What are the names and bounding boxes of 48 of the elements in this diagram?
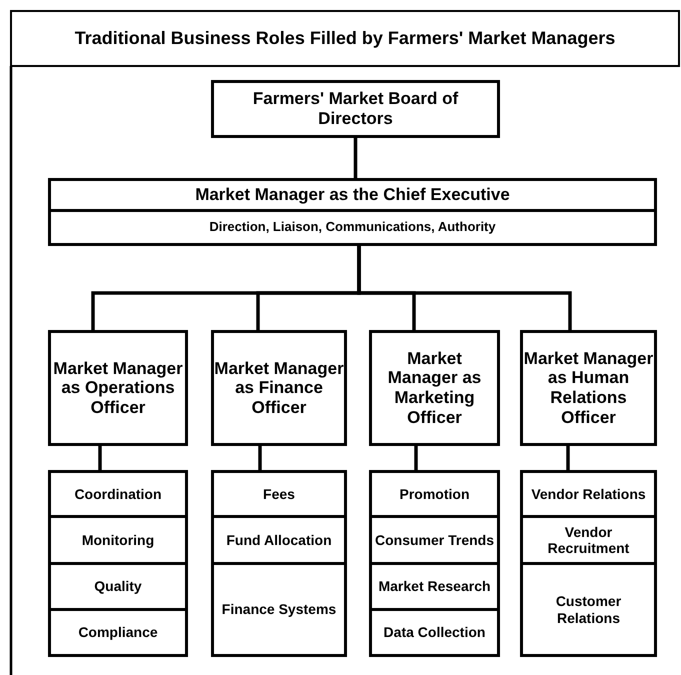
- connector-line: [357, 246, 572, 330]
- role-box: [211, 330, 347, 446]
- role-box: [369, 470, 500, 518]
- connector-line: [566, 446, 570, 470]
- box-label: Vendor Recruitment: [546, 524, 630, 556]
- box-label: Market Research: [377, 578, 492, 595]
- connector-line: [354, 138, 358, 178]
- box-label: Data Collection: [382, 624, 486, 641]
- role-box: [520, 330, 657, 446]
- role-box: [369, 330, 500, 446]
- role-box: [211, 470, 347, 518]
- box-label: Promotion: [398, 486, 470, 502]
- box-label: Compliance: [77, 624, 159, 641]
- box-label: Fund Allocation: [225, 532, 333, 548]
- box-label: Market Manager as Marketing Officer: [386, 348, 482, 428]
- role-box: [369, 562, 500, 611]
- title: Traditional Business Roles Filled by Farmers' Market Managers: [10, 10, 680, 67]
- role-box: [520, 470, 657, 518]
- box-label: Market Manager as Operations Officer: [52, 358, 184, 418]
- role-box: [211, 80, 500, 138]
- role-box: [211, 515, 347, 565]
- box-label: Market Manager as Finance Officer: [214, 358, 344, 418]
- role-box: [520, 515, 657, 565]
- box-label: Customer Relations: [554, 593, 622, 626]
- box-label: Finance Systems: [220, 601, 338, 618]
- role-box: [211, 562, 347, 657]
- box-label: Consumer Trends: [374, 532, 496, 548]
- role-box: [369, 515, 500, 565]
- role-box: [48, 470, 188, 518]
- box-description: Direction, Liaison, Communications, Authority: [51, 209, 654, 243]
- box-label: Vendor Relations: [530, 486, 647, 502]
- box-label: Market Manager as Human Relations Officer: [523, 348, 654, 428]
- box-label: Farmers' Market Board of Directors: [252, 89, 460, 129]
- box-label: Coordination: [73, 486, 163, 502]
- connector-line: [258, 446, 262, 470]
- box-label: Monitoring: [80, 532, 156, 548]
- role-box: [48, 515, 188, 565]
- role-box: [520, 562, 657, 657]
- role-box: [48, 562, 188, 611]
- connector-line: [98, 446, 102, 470]
- role-box: [48, 330, 188, 446]
- role-box: [48, 608, 188, 657]
- role-box: [369, 608, 500, 657]
- box-label: Market Manager as the Chief Executive: [194, 184, 511, 206]
- connector-line: [414, 446, 418, 470]
- box-label: Fees: [262, 486, 296, 502]
- executive-box: [48, 178, 657, 246]
- box-label: Quality: [93, 578, 143, 595]
